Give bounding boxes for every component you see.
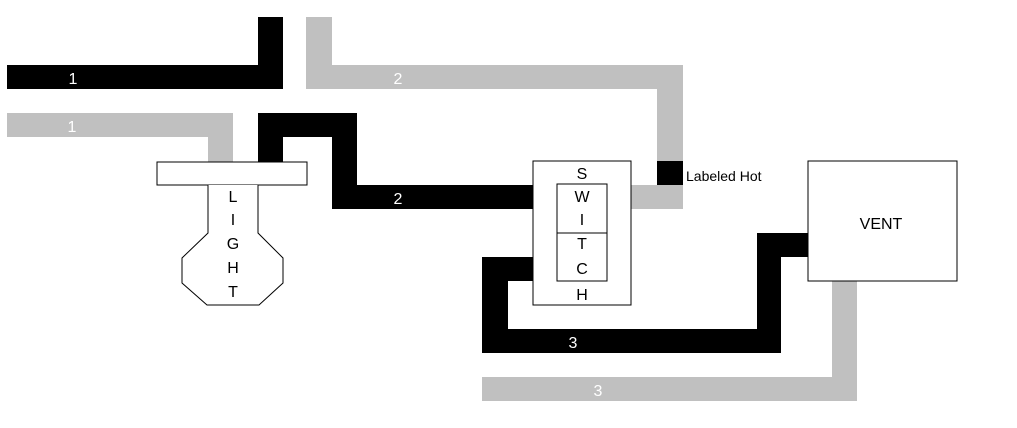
gray-wire-3-label: 3 <box>594 383 603 400</box>
light-letter-l: L <box>229 189 238 206</box>
switch-letter-t: T <box>577 236 587 253</box>
black-wire-2 <box>258 113 533 209</box>
labeled-hot-label: Labeled Hot <box>686 168 762 184</box>
black-wire-2-label: 2 <box>394 191 403 208</box>
gray-wire-2-label: 2 <box>394 71 403 88</box>
light-mount-plate <box>156 161 308 186</box>
gray-wire-2 <box>306 17 683 209</box>
light-letter-i: I <box>231 212 235 229</box>
vent-box: VENT <box>807 160 958 282</box>
switch-letter-c: C <box>576 261 588 278</box>
gray-wire-1-label: 1 <box>68 119 77 136</box>
switch-toggle-upper <box>556 183 608 234</box>
black-wire-3-label: 3 <box>569 335 578 352</box>
light-bulb-outline <box>181 185 284 306</box>
labeled-hot-marker <box>657 161 683 185</box>
light-letter-g: G <box>227 236 239 253</box>
light-letter-h: H <box>227 260 239 277</box>
switch-letter-s: S <box>577 166 588 183</box>
switch-toggle-lower <box>556 232 608 282</box>
light-letter-t: T <box>228 284 238 301</box>
switch-letter-w: W <box>574 189 590 206</box>
black-wire-1 <box>7 17 283 89</box>
black-wire-1-label: 1 <box>69 71 78 88</box>
vent-label: VENT <box>860 216 903 233</box>
gray-wire-3 <box>482 281 857 401</box>
vent-box-outline <box>807 160 958 282</box>
black-wire-3 <box>482 233 808 353</box>
switch-letter-i: I <box>580 212 584 229</box>
light-fixture: L I G H T <box>156 161 308 306</box>
gray-wire-1 <box>7 113 233 162</box>
switch-box: S W I T C H <box>532 160 632 306</box>
switch-letter-h: H <box>576 287 588 304</box>
